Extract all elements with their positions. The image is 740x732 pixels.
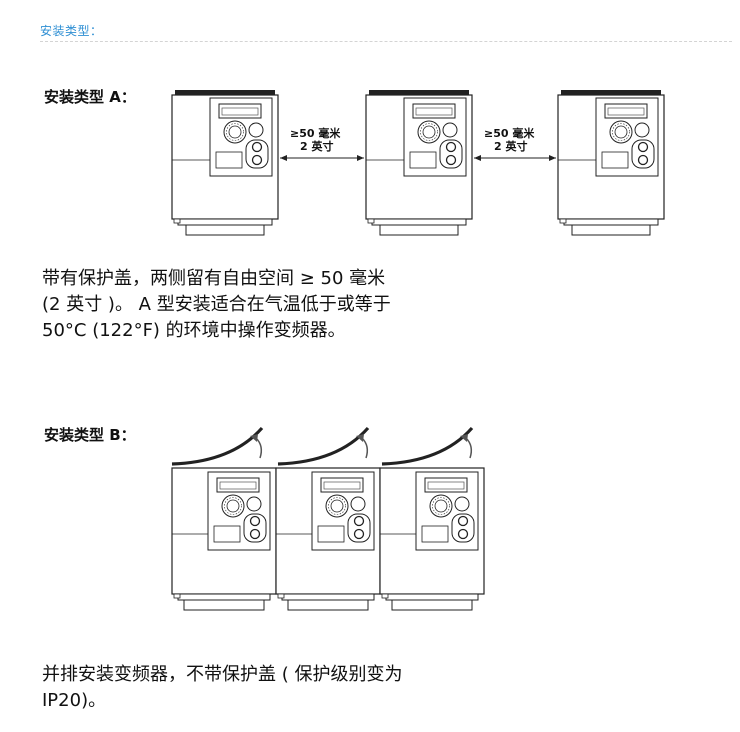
type-b-diagram xyxy=(170,426,485,611)
type-b-description-line: IP20)。 xyxy=(42,690,107,711)
type-b-label: 安装类型 B： xyxy=(44,426,136,444)
gap-label-right-line1: ≥50 毫米 xyxy=(484,126,535,140)
type-b-description: 并排安装变频器，不带保护盖 ( 保护级别变为 IP20)。 xyxy=(42,662,402,714)
type-a-description: 带有保护盖，两侧留有自由空间 ≥ 50 毫米 (2 英寸 )。 A 型安装适合在… xyxy=(42,266,391,344)
type-a-label: 安装类型 A： xyxy=(44,88,136,106)
type-a-diagram: ≥50 毫米 2 英寸 ≥50 毫米 2 英寸 xyxy=(171,89,665,236)
drive-unit-b3 xyxy=(379,467,485,611)
type-a-description-line: 50°C (122°F) 的环境中操作变频器。 xyxy=(42,320,346,341)
header-divider xyxy=(40,41,732,42)
removed-cover-b2 xyxy=(276,426,370,466)
gap-arrow-left xyxy=(280,155,364,161)
removed-cover-b3 xyxy=(380,426,474,466)
type-b-description-line: 并排安装变频器，不带保护盖 ( 保护级别变为 xyxy=(42,664,403,685)
section-header-title: 安装类型： xyxy=(40,24,103,38)
drive-unit-b2 xyxy=(275,467,381,611)
gap-label-right-line2: 2 英寸 xyxy=(494,139,527,153)
gap-label-left-line1: ≥50 毫米 xyxy=(290,126,341,140)
drive-unit-b1 xyxy=(171,467,277,611)
type-a-description-line: (2 英寸 )。 A 型安装适合在气温低于或等于 xyxy=(42,294,391,315)
removed-cover-b1 xyxy=(170,426,264,466)
type-a-description-line: 带有保护盖，两侧留有自由空间 ≥ 50 毫米 xyxy=(42,268,386,289)
gap-label-left-line2: 2 英寸 xyxy=(300,139,333,153)
gap-arrow-right xyxy=(474,155,556,161)
